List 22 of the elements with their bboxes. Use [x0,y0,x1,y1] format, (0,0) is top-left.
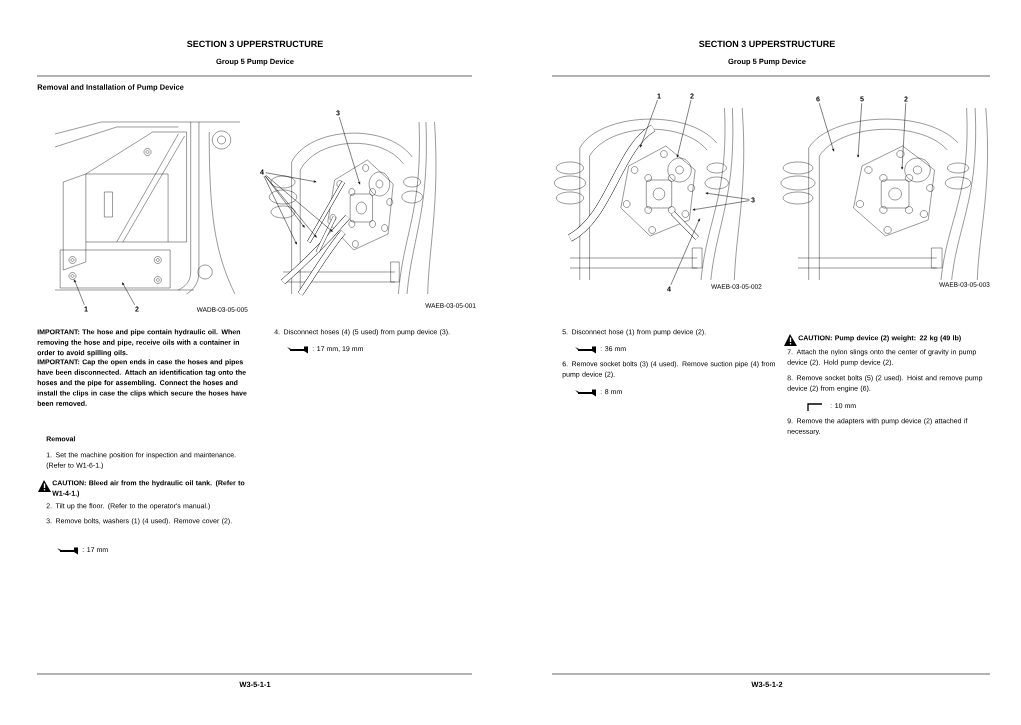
pump-device-drawing [780,107,988,281]
leader-line [265,175,317,238]
pump-device-drawing [554,107,744,281]
leader-line [640,99,658,148]
leader-line [122,282,135,306]
leader-line [857,102,862,158]
leader-line [74,279,85,306]
section-heading: SECTION 3 UPPERSTRUCTURE [187,40,323,48]
leader-line [676,99,692,158]
leader-line [264,175,305,228]
pump-device-drawing [269,121,437,296]
leader-line [705,192,750,200]
leader-line [819,102,835,152]
leader-line [265,172,317,183]
leader-line [670,218,700,286]
leader-line [901,102,906,170]
cover-panel-drawing [54,121,241,295]
leader-line [263,175,297,245]
leader-line [265,174,333,232]
leader-line [692,200,750,211]
leader-line [339,116,361,185]
section-heading: SECTION 3 UPPERSTRUCTURE [699,40,835,48]
